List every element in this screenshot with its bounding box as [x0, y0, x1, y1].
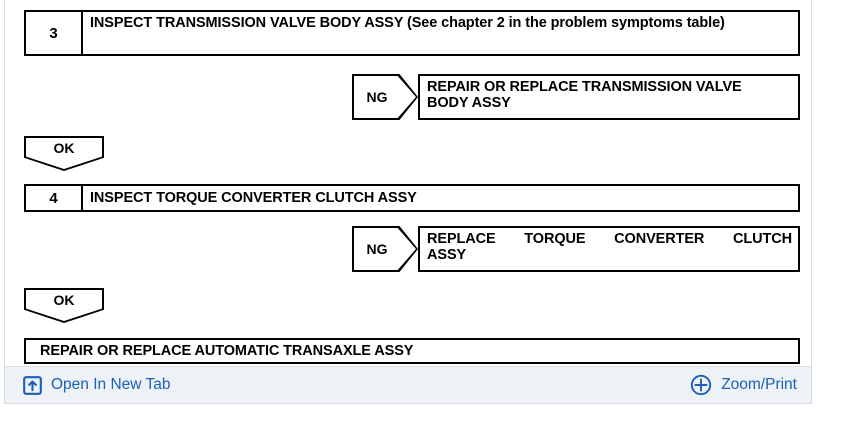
step-title-3: INSPECT TRANSMISSION VALVE BODY ASSY (Se… [90, 15, 725, 31]
step-row-3: 3 INSPECT TRANSMISSION VALVE BODY ASSY (… [24, 10, 800, 56]
ng-result-box-step-4: REPLACE TORQUE CONVERTER CLUTCH ASSY [418, 226, 800, 272]
ng-result-box-step-3: REPAIR OR REPLACE TRANSMISSION VALVE BOD… [418, 74, 800, 120]
zoom-print-label: Zoom/Print [721, 376, 797, 394]
ng-result-line-2: BODY ASSY [427, 95, 511, 112]
final-conclusion-box: REPAIR OR REPLACE AUTOMATIC TRANSAXLE AS… [24, 338, 800, 364]
ng-result-line-2: ASSY [427, 247, 467, 264]
step-row-4: 4 INSPECT TORQUE CONVERTER CLUTCH ASSY [24, 184, 800, 212]
ng-tag-label: NG [366, 241, 388, 257]
ng-result-line-1: REPLACE TORQUE CONVERTER CLUTCH [427, 231, 792, 247]
open-in-new-tab-button[interactable]: Open In New Tab [23, 375, 171, 395]
flowchart-diagram: 3 INSPECT TRANSMISSION VALVE BODY ASSY (… [5, 0, 811, 366]
ng-tag-step-3: NG [352, 74, 418, 120]
ng-result-line-1: REPAIR OR REPLACE TRANSMISSION VALVE [427, 79, 742, 95]
step-number-3: 3 [26, 12, 83, 54]
zoom-plus-icon [690, 374, 712, 396]
ok-tag-step-4: OK [24, 288, 104, 323]
open-in-new-tab-icon [23, 375, 42, 395]
zoom-print-button[interactable]: Zoom/Print [690, 374, 797, 396]
open-in-new-tab-label: Open In New Tab [51, 376, 171, 394]
ok-tag-label: OK [53, 292, 75, 308]
ok-tag-label: OK [53, 140, 75, 156]
ng-tag-label: NG [366, 89, 388, 105]
ok-tag-step-3: OK [24, 136, 104, 171]
final-conclusion-text: REPAIR OR REPLACE AUTOMATIC TRANSAXLE AS… [40, 343, 414, 359]
step-number-4: 4 [26, 186, 83, 210]
step-title-4: INSPECT TORQUE CONVERTER CLUTCH ASSY [90, 190, 417, 207]
document-viewer-panel: 3 INSPECT TRANSMISSION VALVE BODY ASSY (… [4, 0, 812, 404]
ng-tag-step-4: NG [352, 226, 418, 272]
viewer-action-bar: Open In New Tab Zoom/Print [5, 366, 811, 403]
